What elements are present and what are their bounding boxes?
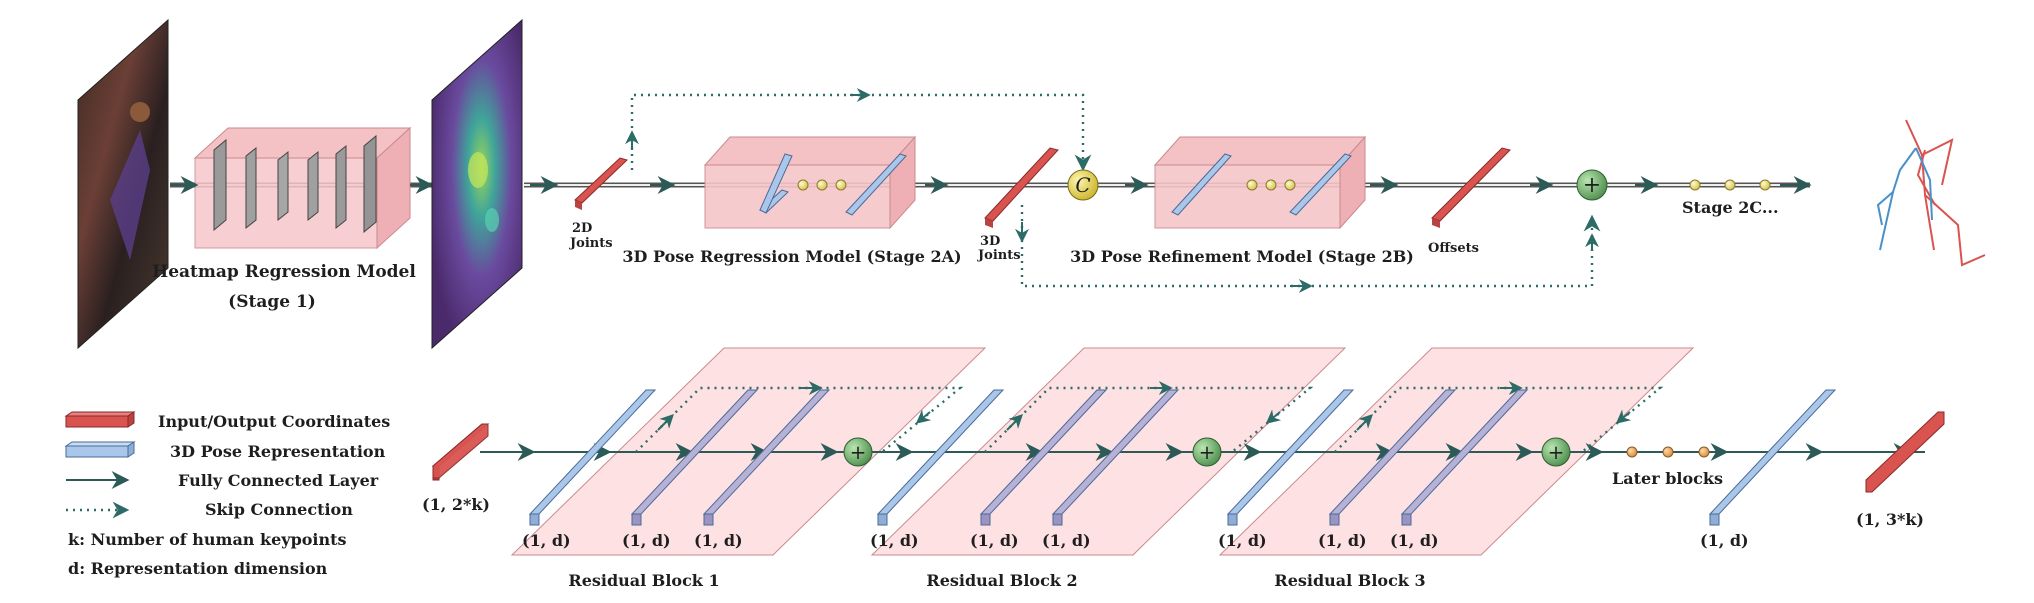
residual-block-3-title: Residual Block 3 bbox=[1274, 571, 1425, 590]
shape-input: (1, 2*k) bbox=[422, 495, 490, 514]
stage2b-title: 3D Pose Refinement Model (Stage 2B) bbox=[1070, 247, 1414, 266]
heatmap-image bbox=[431, 18, 523, 350]
sum-node-block-1: + bbox=[843, 437, 873, 467]
sum-node-top: + bbox=[1576, 169, 1608, 201]
shape-fc-3c: (1, d) bbox=[1390, 531, 1439, 550]
concat-node: C bbox=[1067, 169, 1099, 201]
label-2d-joints: Joints bbox=[569, 236, 613, 251]
legend bbox=[64, 411, 136, 519]
shape-output: (1, 3*k) bbox=[1856, 510, 1924, 529]
stage2c-label: Stage 2C... bbox=[1682, 198, 1779, 217]
legend-item-fc: Fully Connected Layer bbox=[178, 471, 379, 490]
offsets-bar bbox=[1431, 147, 1511, 228]
sum-node-block-3: + bbox=[1541, 437, 1571, 467]
svg-text:+: + bbox=[1199, 440, 1216, 464]
label-2d: 2D bbox=[572, 221, 592, 236]
legend-item-repr: 3D Pose Representation bbox=[170, 442, 386, 461]
legend-item-skip: Skip Connection bbox=[205, 500, 353, 519]
stage1-title-line2: (Stage 1) bbox=[228, 292, 316, 312]
stage2b-model bbox=[1153, 135, 1367, 230]
svg-text:+: + bbox=[1583, 173, 1601, 198]
legend-item-coords: Input/Output Coordinates bbox=[158, 412, 390, 431]
stage1-model bbox=[170, 126, 434, 250]
skeleton-output bbox=[1876, 119, 1986, 267]
legend-coord-swatch bbox=[64, 411, 136, 428]
stage1-title-line1: Heatmap Regression Model bbox=[152, 262, 416, 282]
legend-d-def: d: Representation dimension bbox=[68, 559, 328, 578]
shape-fc-2a: (1, d) bbox=[870, 531, 919, 550]
shape-fc-3a: (1, d) bbox=[1218, 531, 1267, 550]
legend-repr-swatch bbox=[64, 441, 136, 458]
shape-fc-final: (1, d) bbox=[1700, 531, 1749, 550]
shape-fc-1b: (1, d) bbox=[622, 531, 671, 550]
shape-fc-2b: (1, d) bbox=[970, 531, 1019, 550]
input-2d-joints-bar bbox=[574, 157, 628, 210]
label-3d-joints: Joints bbox=[977, 248, 1021, 263]
block-skip-arrows bbox=[657, 381, 1632, 431]
later-blocks-label: Later blocks bbox=[1612, 469, 1723, 488]
svg-text:+: + bbox=[1548, 440, 1565, 464]
label-offsets: Offsets bbox=[1428, 241, 1479, 256]
input-image bbox=[77, 18, 169, 350]
shape-fc-1c: (1, d) bbox=[694, 531, 743, 550]
stage2a-title: 3D Pose Regression Model (Stage 2A) bbox=[622, 247, 961, 266]
svg-text:+: + bbox=[850, 440, 867, 464]
residual-block-2-title: Residual Block 2 bbox=[926, 571, 1077, 590]
shape-fc-3b: (1, d) bbox=[1318, 531, 1367, 550]
stage2a-model bbox=[703, 135, 917, 230]
fc-layer-bars bbox=[528, 389, 1837, 526]
output-3d-joints-bar bbox=[984, 147, 1059, 228]
shape-fc-1a: (1, d) bbox=[522, 531, 571, 550]
residual-block-1-title: Residual Block 1 bbox=[568, 571, 719, 590]
output-coord-bar-bottom bbox=[1865, 411, 1945, 493]
svg-text:C: C bbox=[1075, 173, 1090, 197]
stage2c-dots bbox=[1689, 179, 1771, 191]
sum-node-block-2: + bbox=[1192, 437, 1222, 467]
later-blocks-dots bbox=[1626, 446, 1710, 458]
legend-k-def: k: Number of human keypoints bbox=[68, 530, 347, 549]
input-coord-bar-bottom bbox=[431, 423, 490, 481]
label-3d: 3D bbox=[980, 234, 1000, 249]
shape-fc-2c: (1, d) bbox=[1042, 531, 1091, 550]
